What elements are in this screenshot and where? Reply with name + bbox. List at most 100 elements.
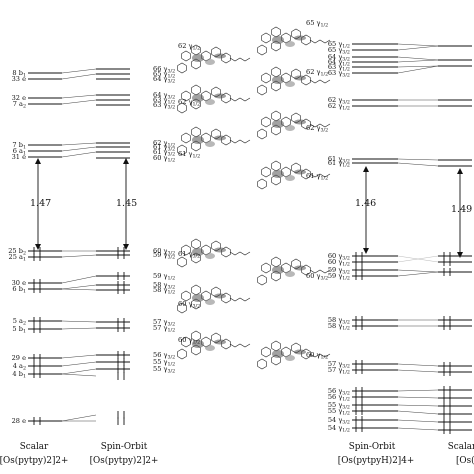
orbital-picture-left-2-lobe-a bbox=[192, 136, 204, 144]
orbital-picture-left-0-ring-6 bbox=[177, 62, 187, 74]
connector-right-22 bbox=[397, 419, 439, 423]
orbital-picture-left-3 bbox=[177, 238, 251, 268]
connector-right-9 bbox=[397, 162, 439, 167]
footer-scalar-formula-left: [Os(pytpy)2]2+ bbox=[0, 455, 68, 466]
orbital-picture-left-0-lobe-b bbox=[205, 59, 215, 65]
orbital-label-right-5: 60 γ1/2 bbox=[306, 351, 328, 361]
footer-so-title-left: Spin-Orbit bbox=[101, 442, 148, 452]
orbital-picture-right-1-lobe-c bbox=[294, 75, 306, 81]
orbital-picture-right-3-chain bbox=[309, 173, 331, 178]
connector-left-16 bbox=[61, 368, 97, 375]
orbital-picture-left-2 bbox=[177, 126, 251, 156]
gap-arrowhead-up-scalar-left bbox=[35, 158, 41, 164]
orbital-picture-left-5-ring-0 bbox=[181, 336, 191, 348]
orbital-picture-left-1-ring-1 bbox=[191, 84, 201, 96]
orbital-picture-right-3-ring-1 bbox=[271, 160, 281, 172]
scalar-level-label-left-9: 30 e bbox=[12, 279, 27, 287]
orbital-picture-right-1-ring-0 bbox=[261, 72, 271, 84]
so-level-label-left-11: 59 γ3/2 bbox=[153, 251, 175, 261]
orbital-picture-left-2-chain bbox=[229, 139, 251, 144]
orbital-picture-right-2 bbox=[257, 110, 331, 140]
orbital-picture-left-3-chain bbox=[229, 251, 251, 256]
so-level-label-right-19: 56 γ1/2 bbox=[328, 393, 350, 403]
orbital-picture-right-2-lobe-b bbox=[285, 125, 295, 131]
connector-left-11 bbox=[61, 288, 97, 291]
orbital-picture-left-0-ring-0 bbox=[181, 50, 191, 62]
gap-arrowhead-up-scalar-right bbox=[457, 168, 463, 174]
connector-left-0 bbox=[61, 68, 97, 74]
orbital-picture-left-5-chain bbox=[229, 343, 251, 348]
orbital-picture-left-5-ring-1 bbox=[191, 330, 201, 342]
so-level-label-left-9: 60 γ1/2 bbox=[153, 154, 175, 164]
scalar-level-label-left-12: 5 b1 bbox=[12, 325, 26, 335]
orbital-picture-right-4-lobe-c bbox=[294, 265, 306, 271]
connector-left-9 bbox=[61, 275, 97, 284]
so-level-label-left-7: 61 γ3/2 bbox=[153, 143, 175, 153]
orbital-picture-right-2-chain bbox=[309, 123, 331, 128]
orbital-picture-right-4-ring-0 bbox=[261, 262, 271, 274]
so-level-label-left-2: 64 γ3/2 bbox=[153, 75, 175, 85]
connector-left-17 bbox=[61, 373, 97, 377]
orbital-picture-right-5-lobe-c bbox=[294, 349, 306, 355]
so-level-label-left-3: 64 γ3/2 bbox=[153, 91, 175, 101]
connector-right-19 bbox=[397, 396, 439, 399]
orbital-picture-left-1-lobe-a bbox=[192, 94, 204, 102]
orbital-picture-left-1 bbox=[177, 84, 251, 114]
scalar-level-label-left-4: 7 b1 bbox=[12, 141, 26, 151]
gap-value-so-right: 1.46 bbox=[355, 198, 376, 209]
connector-left-1 bbox=[61, 73, 97, 80]
orbital-picture-right-4-ring-6 bbox=[257, 274, 267, 286]
scalar-level-label-left-5: 6 a1 bbox=[13, 147, 26, 157]
orbital-picture-right-3-lobe-b bbox=[285, 175, 295, 181]
orbital-picture-left-0 bbox=[177, 44, 251, 74]
connector-right-8 bbox=[397, 158, 439, 161]
orbital-picture-left-4-lobe-c bbox=[214, 293, 226, 299]
gap-arrowhead-down-scalar-right bbox=[457, 252, 463, 258]
orbital-picture-right-2-lobe-c bbox=[294, 119, 306, 125]
so-level-label-left-19: 55 γ3/2 bbox=[153, 365, 175, 375]
orbital-picture-left-5-lobe-a bbox=[192, 340, 204, 348]
connector-left-18 bbox=[61, 414, 97, 422]
orbital-picture-left-5-lobe-b bbox=[205, 345, 215, 351]
scalar-level-label-left-0: 8 b1 bbox=[12, 69, 26, 79]
so-level-label-left-18: 55 γ1/2 bbox=[153, 358, 175, 368]
scalar-level-label-left-11: 5 a2 bbox=[13, 317, 26, 327]
orbital-picture-right-3-ring-6 bbox=[257, 178, 267, 190]
connector-right-13 bbox=[397, 271, 439, 277]
orbital-picture-right-1-lobe-a bbox=[272, 76, 284, 84]
scalar-level-label-left-8: 25 a1 bbox=[9, 253, 27, 263]
orbital-picture-left-2-ring-0 bbox=[181, 132, 191, 144]
orbital-picture-left-4-lobe-a bbox=[192, 294, 204, 302]
connector-left-12 bbox=[61, 320, 97, 323]
so-level-label-right-4: 63 γ1/2 bbox=[328, 63, 350, 73]
orbital-picture-left-2-ring-6 bbox=[177, 144, 187, 156]
connector-right-23 bbox=[397, 427, 439, 431]
orbital-picture-right-1-lobe-b bbox=[285, 81, 295, 87]
orbital-picture-left-3-ring-6 bbox=[177, 256, 187, 268]
orbital-picture-right-0-lobe-a bbox=[272, 36, 284, 44]
orbital-picture-left-5-lobe-c bbox=[214, 339, 226, 345]
orbital-picture-left-3-lobe-b bbox=[205, 253, 215, 259]
scalar-level-label-left-7: 25 b2 bbox=[8, 247, 26, 257]
so-level-label-right-14: 58 γ3/2 bbox=[328, 316, 350, 326]
so-level-label-left-13: 58 γ3/2 bbox=[153, 281, 175, 291]
orbital-picture-right-4-lobe-b bbox=[285, 271, 295, 277]
orbital-picture-left-3-lobe-c bbox=[214, 247, 226, 253]
orbital-picture-right-1-ring-6 bbox=[257, 84, 267, 96]
footer-scalar-formula-right: [Os(pytpyH)2]4+ bbox=[456, 455, 474, 466]
so-level-label-right-0: 65 γ1/2 bbox=[328, 40, 350, 50]
orbital-picture-right-0 bbox=[257, 26, 331, 56]
scalar-level-label-left-14: 4 a2 bbox=[13, 362, 26, 372]
so-level-label-right-22: 54 γ3/2 bbox=[328, 416, 350, 426]
orbital-picture-right-3-lobe-a bbox=[272, 170, 284, 178]
connector-left-2 bbox=[61, 94, 97, 99]
orbital-picture-right-2-ring-0 bbox=[261, 116, 271, 128]
so-level-label-right-11: 60 γ1/2 bbox=[328, 258, 350, 268]
orbital-picture-right-2-lobe-a bbox=[272, 120, 284, 128]
so-level-label-left-8: 61 γ3/2 bbox=[153, 148, 175, 158]
gap-value-so-left: 1.45 bbox=[116, 198, 137, 209]
scalar-level-label-left-16: 28 e bbox=[12, 417, 27, 425]
so-level-label-right-5: 63 γ3/2 bbox=[328, 69, 350, 79]
connector-right-12 bbox=[397, 269, 439, 273]
